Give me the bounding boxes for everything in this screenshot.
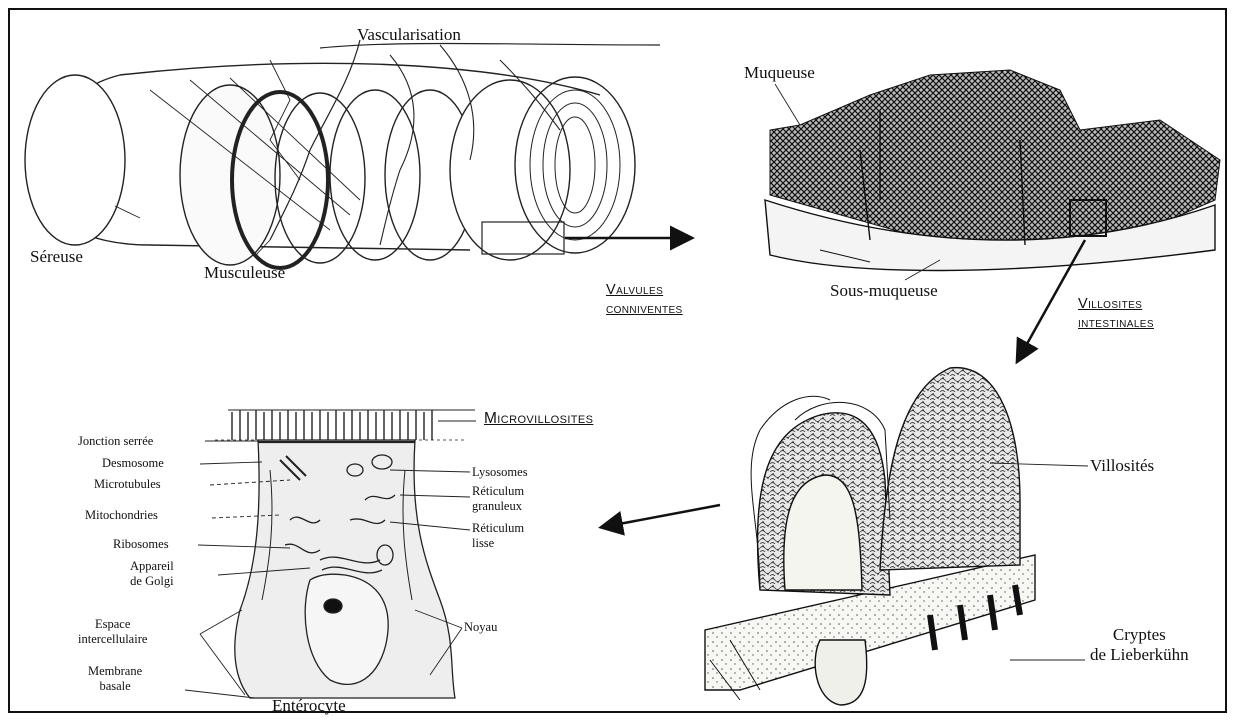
label-espace-intercellulaire: Espace intercellulaire bbox=[78, 618, 147, 645]
golgi-line1: Appareil bbox=[130, 560, 174, 573]
intestine-tube-drawing bbox=[25, 40, 660, 268]
golgi-line2: de Golgi bbox=[130, 575, 174, 588]
label-microvillosites: Microvillosites bbox=[484, 411, 593, 427]
microvilli bbox=[232, 410, 432, 440]
label-villosites-intestinales: Villosites intestinales bbox=[1078, 297, 1154, 330]
label-mitochondries: Mitochondries bbox=[85, 509, 158, 522]
villosites-int-line2: intestinales bbox=[1078, 316, 1154, 331]
valvules-line2: conniventes bbox=[606, 302, 683, 317]
label-lysosomes: Lysosomes bbox=[472, 466, 528, 479]
mucosa-block-drawing bbox=[765, 70, 1220, 271]
ret-gran-line2: granuleux bbox=[472, 500, 524, 513]
cryptes-line2: de Lieberkühn bbox=[1090, 646, 1189, 663]
label-microtubules: Microtubules bbox=[94, 478, 161, 491]
villi-drawing bbox=[705, 368, 1035, 705]
label-enterocyte: Entérocyte bbox=[272, 697, 346, 714]
label-vascularisation: Vascularisation bbox=[357, 26, 461, 43]
ret-gran-line1: Réticulum bbox=[472, 485, 524, 498]
label-appareil-golgi: Appareil de Golgi bbox=[130, 560, 174, 587]
label-villosites: Villosités bbox=[1090, 457, 1154, 474]
label-jonction-serree: Jonction serrée bbox=[78, 435, 153, 448]
label-ribosomes: Ribosomes bbox=[113, 538, 169, 551]
label-valvules-conniventes: Valvules conniventes bbox=[606, 283, 683, 316]
label-muqueuse: Muqueuse bbox=[744, 64, 815, 81]
label-membrane-basale: Membrane basale bbox=[88, 665, 142, 692]
label-noyau: Noyau bbox=[464, 621, 497, 634]
cryptes-line1: Cryptes bbox=[1090, 626, 1189, 643]
label-sous-muqueuse: Sous-muqueuse bbox=[830, 282, 938, 299]
label-desmosome: Desmosome bbox=[102, 457, 164, 470]
espace-line1: Espace bbox=[78, 618, 147, 631]
enterocyte-drawing bbox=[215, 410, 475, 698]
ret-lisse-line1: Réticulum bbox=[472, 522, 524, 535]
membrane-line2: basale bbox=[88, 680, 142, 693]
villosites-int-line1: Villosites bbox=[1078, 297, 1154, 312]
label-reticulum-granuleux: Réticulum granuleux bbox=[472, 485, 524, 512]
label-sereuse: Séreuse bbox=[30, 248, 83, 265]
ret-lisse-line2: lisse bbox=[472, 537, 524, 550]
valvules-line1: Valvules bbox=[606, 283, 683, 298]
espace-line2: intercellulaire bbox=[78, 633, 147, 646]
membrane-line1: Membrane bbox=[88, 665, 142, 678]
label-reticulum-lisse: Réticulum lisse bbox=[472, 522, 524, 549]
label-musculeuse: Musculeuse bbox=[204, 264, 285, 281]
label-cryptes-lieberkuhn: Cryptes de Lieberkühn bbox=[1090, 626, 1189, 663]
